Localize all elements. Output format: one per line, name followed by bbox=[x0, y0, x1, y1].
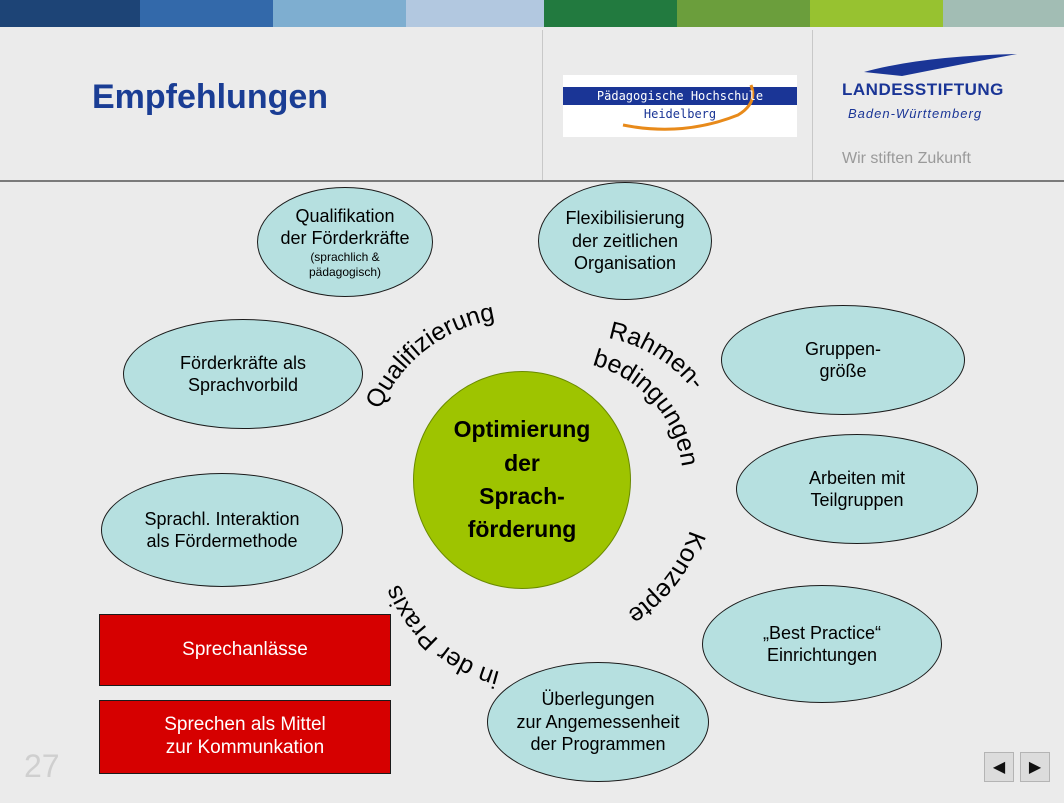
qualifikation-note-1: (sprachlich & bbox=[310, 249, 380, 264]
ph-logo-line2: Heidelberg bbox=[643, 107, 717, 121]
qualifikation-note-2: pädagogisch) bbox=[308, 264, 382, 279]
flexibilisierung-line-3: Organisation bbox=[573, 253, 677, 274]
next-slide-button[interactable]: ▶ bbox=[1020, 752, 1050, 782]
ellipse-best-practice: „Best Practice“ Einrichtungen bbox=[702, 585, 942, 703]
box-sprechen-als-mittel: Sprechen als Mittel zur Kommunkation bbox=[99, 700, 391, 774]
center-line-4: förderung bbox=[467, 516, 577, 543]
page-number: 27 bbox=[24, 748, 60, 784]
landesstiftung-slogan: Wir stiften Zukunft bbox=[842, 150, 971, 167]
ellipse-teilgruppen: Arbeiten mit Teilgruppen bbox=[736, 434, 978, 544]
ring-label-konzepte: Konzepte bbox=[623, 528, 710, 630]
prev-slide-button[interactable]: ◀ bbox=[984, 752, 1014, 782]
prev-triangle-icon: ◀ bbox=[992, 759, 1006, 776]
gruppen-line-1: Gruppen- bbox=[804, 338, 882, 359]
stripe-2 bbox=[140, 0, 273, 27]
landesstiftung-region: Baden-Württemberg bbox=[848, 106, 983, 121]
header-bottom-rule bbox=[0, 180, 1064, 182]
gruppen-line-2: größe bbox=[819, 361, 867, 381]
qualifikation-line-2: der Förderkräfte bbox=[280, 228, 410, 248]
stripe-1 bbox=[0, 0, 140, 27]
ellipse-interaktion: Sprachl. Interaktion als Fördermethode bbox=[101, 473, 343, 587]
header-divider-1 bbox=[542, 30, 543, 180]
ph-logo-swoosh bbox=[622, 84, 755, 131]
ellipse-qualifikation: Qualifikation der Förderkräfte (sprachli… bbox=[257, 187, 433, 297]
center-circle: Optimierung der Sprach- förderung bbox=[413, 371, 631, 589]
ellipse-flexibilisierung: Flexibilisierung der zeitlichen Organisa… bbox=[538, 182, 712, 300]
landesstiftung-swoosh bbox=[864, 54, 1017, 76]
flexibilisierung-line-1: Flexibilisierung bbox=[565, 208, 685, 229]
stripe-4 bbox=[406, 0, 544, 27]
sprechanlaesse-label: Sprechanlässe bbox=[182, 638, 308, 660]
interaktion-line-1: Sprachl. Interaktion bbox=[144, 508, 300, 529]
stripe-6 bbox=[677, 0, 810, 27]
best-practice-line-2: Einrichtungen bbox=[766, 645, 878, 665]
ellipse-gruppengroesse: Gruppen- größe bbox=[721, 305, 965, 415]
center-line-3: Sprach- bbox=[479, 483, 565, 509]
qualifikation-line-1: Qualifikation bbox=[295, 205, 395, 226]
ueberlegungen-line-2: zur Angemessenheit bbox=[516, 711, 680, 732]
teilgruppen-line-1: Arbeiten mit bbox=[808, 467, 906, 488]
ueberlegungen-line-1: Überlegungen bbox=[541, 689, 655, 710]
stripe-3 bbox=[273, 0, 406, 27]
landesstiftung-logo: LANDESSTIFTUNG Baden-Württemberg Wir sti… bbox=[842, 50, 1064, 180]
ellipse-ueberlegungen: Überlegungen zur Angemessenheit der Prog… bbox=[487, 662, 709, 782]
best-practice-line-1: „Best Practice“ bbox=[762, 622, 882, 643]
ph-heidelberg-logo: Pädagogische Hochschule Heidelberg bbox=[563, 75, 797, 137]
mittel-line-2: zur Kommunkation bbox=[165, 737, 325, 758]
stripe-7 bbox=[810, 0, 943, 27]
mittel-line-1: Sprechen als Mittel bbox=[164, 714, 326, 736]
vorbild-line-2: Sprachvorbild bbox=[187, 375, 299, 395]
landesstiftung-name: LANDESSTIFTUNG bbox=[842, 80, 1004, 99]
ph-logo-line1: Pädagogische Hochschule bbox=[596, 89, 764, 103]
ring-label-praxis: in der Praxis bbox=[379, 581, 502, 693]
stripe-5 bbox=[544, 0, 677, 27]
next-triangle-icon: ▶ bbox=[1028, 759, 1042, 776]
flexibilisierung-line-2: der zeitlichen bbox=[571, 230, 679, 251]
ueberlegungen-line-3: der Programmen bbox=[530, 734, 666, 755]
vorbild-line-1: Förderkräfte als bbox=[179, 352, 307, 373]
header-divider-2 bbox=[812, 30, 813, 180]
interaktion-line-2: als Fördermethode bbox=[146, 531, 298, 551]
center-line-2: der bbox=[504, 449, 540, 476]
ellipse-sprachvorbild: Förderkräfte als Sprachvorbild bbox=[123, 319, 363, 429]
slide-title: Empfehlungen bbox=[91, 78, 329, 116]
stripe-8 bbox=[943, 0, 1064, 27]
ph-logo-bar bbox=[563, 87, 797, 105]
box-sprechanlaesse: Sprechanlässe bbox=[99, 614, 391, 686]
center-line-1: Optimierung bbox=[453, 416, 591, 443]
teilgruppen-line-2: Teilgruppen bbox=[810, 490, 904, 510]
